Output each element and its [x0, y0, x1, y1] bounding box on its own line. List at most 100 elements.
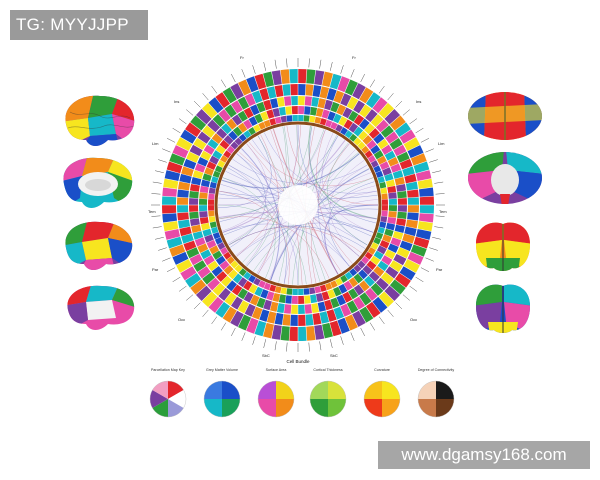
ring-segment [260, 111, 269, 121]
ring-segment [306, 325, 316, 341]
ring-segment [197, 266, 211, 279]
ring-segment [370, 282, 384, 296]
ring-segment [394, 176, 405, 186]
connection-link [219, 216, 330, 279]
ring-segment [303, 288, 310, 295]
label-tick [415, 127, 424, 134]
ring-segment [419, 205, 434, 214]
label-tick [319, 59, 322, 69]
ring-segment [384, 150, 396, 161]
label-tick [329, 62, 333, 71]
ring-segment [367, 247, 376, 255]
ring-segment [202, 173, 212, 182]
ring-segment [349, 133, 358, 142]
legend-title: Curvature [374, 368, 390, 372]
ring-segment [364, 251, 373, 260]
label-tick [202, 309, 209, 317]
ring-segment [387, 243, 399, 254]
legend-slice [168, 390, 186, 408]
ring-segment [348, 122, 359, 133]
ring-segment [211, 226, 219, 234]
ring-segment [399, 266, 416, 281]
ring-segment [396, 151, 410, 163]
ring-segment [312, 85, 322, 98]
ring-segment [407, 212, 419, 221]
label-tick [369, 79, 376, 88]
ring-segment [298, 326, 307, 341]
ring-segment [377, 260, 389, 272]
ring-segment [200, 150, 212, 161]
region-label: Ins [416, 99, 421, 104]
ring-segment [338, 283, 348, 294]
label-tick [152, 226, 162, 229]
ring-segment [348, 277, 359, 288]
ring-segment [183, 240, 197, 252]
ring-segment [380, 125, 394, 138]
ring-segment [418, 187, 434, 197]
ring-segment [377, 176, 385, 184]
ring-segment [274, 116, 282, 124]
ring-segment [382, 167, 392, 176]
ring-segment [298, 295, 305, 304]
label-tick [172, 276, 181, 283]
ring-segment [384, 109, 401, 125]
legend-curvature: Curvature [352, 368, 412, 440]
ring-segment [365, 109, 378, 123]
connection-link [328, 181, 375, 267]
ring-segment [397, 198, 407, 205]
ring-segment [249, 294, 260, 306]
label-tick [231, 327, 236, 337]
ring-segment [186, 151, 200, 163]
ring-segment [389, 115, 406, 131]
connection-link [326, 142, 368, 246]
legend-pie [257, 380, 295, 418]
ring-segment [353, 296, 366, 310]
label-tick [220, 322, 227, 331]
ring-segment [348, 110, 359, 122]
ring-segment [212, 150, 223, 160]
ring-segment [177, 189, 189, 198]
ring-segment [223, 150, 232, 159]
ring-segment [333, 90, 345, 104]
ring-segment [193, 260, 207, 273]
ring-segment [359, 306, 374, 323]
ring-segment [314, 70, 325, 86]
ring-segment [368, 271, 380, 282]
ring-segment [292, 288, 298, 295]
ring-segment [189, 218, 200, 227]
label-tick [378, 316, 385, 325]
label-tick [193, 302, 201, 310]
region-label: Par [436, 267, 443, 272]
ring-segment [258, 280, 266, 289]
ring-segment [377, 226, 385, 234]
ring-segment [315, 292, 324, 303]
ring-segment [396, 218, 407, 227]
label-tick [162, 257, 171, 262]
ring-segment [237, 288, 248, 300]
legend-slice [436, 381, 454, 399]
connection-link [324, 199, 378, 275]
label-tick [241, 69, 246, 78]
ring-segment [249, 104, 260, 116]
ring-segment [162, 213, 178, 223]
ring-segment [208, 216, 216, 223]
region-label: Lim [438, 141, 445, 146]
ring-segment [190, 279, 207, 295]
ring-segment [343, 119, 353, 130]
ring-segment [291, 96, 298, 106]
bottom-label: Cell Bundle [286, 359, 310, 364]
ring-segment [254, 286, 264, 297]
ring-segment [348, 288, 359, 300]
ring-segment [388, 205, 397, 212]
ring-segment [392, 170, 404, 179]
ring-segment [186, 247, 200, 259]
ring-segment [396, 183, 407, 192]
ring-segment [326, 309, 337, 322]
ring-segment [365, 301, 381, 318]
label-tick [308, 342, 310, 352]
ring-segment [376, 245, 387, 255]
ring-segment [389, 279, 406, 295]
ring-segment [344, 271, 353, 280]
ring-segment [272, 107, 281, 118]
ring-segment [193, 137, 207, 150]
